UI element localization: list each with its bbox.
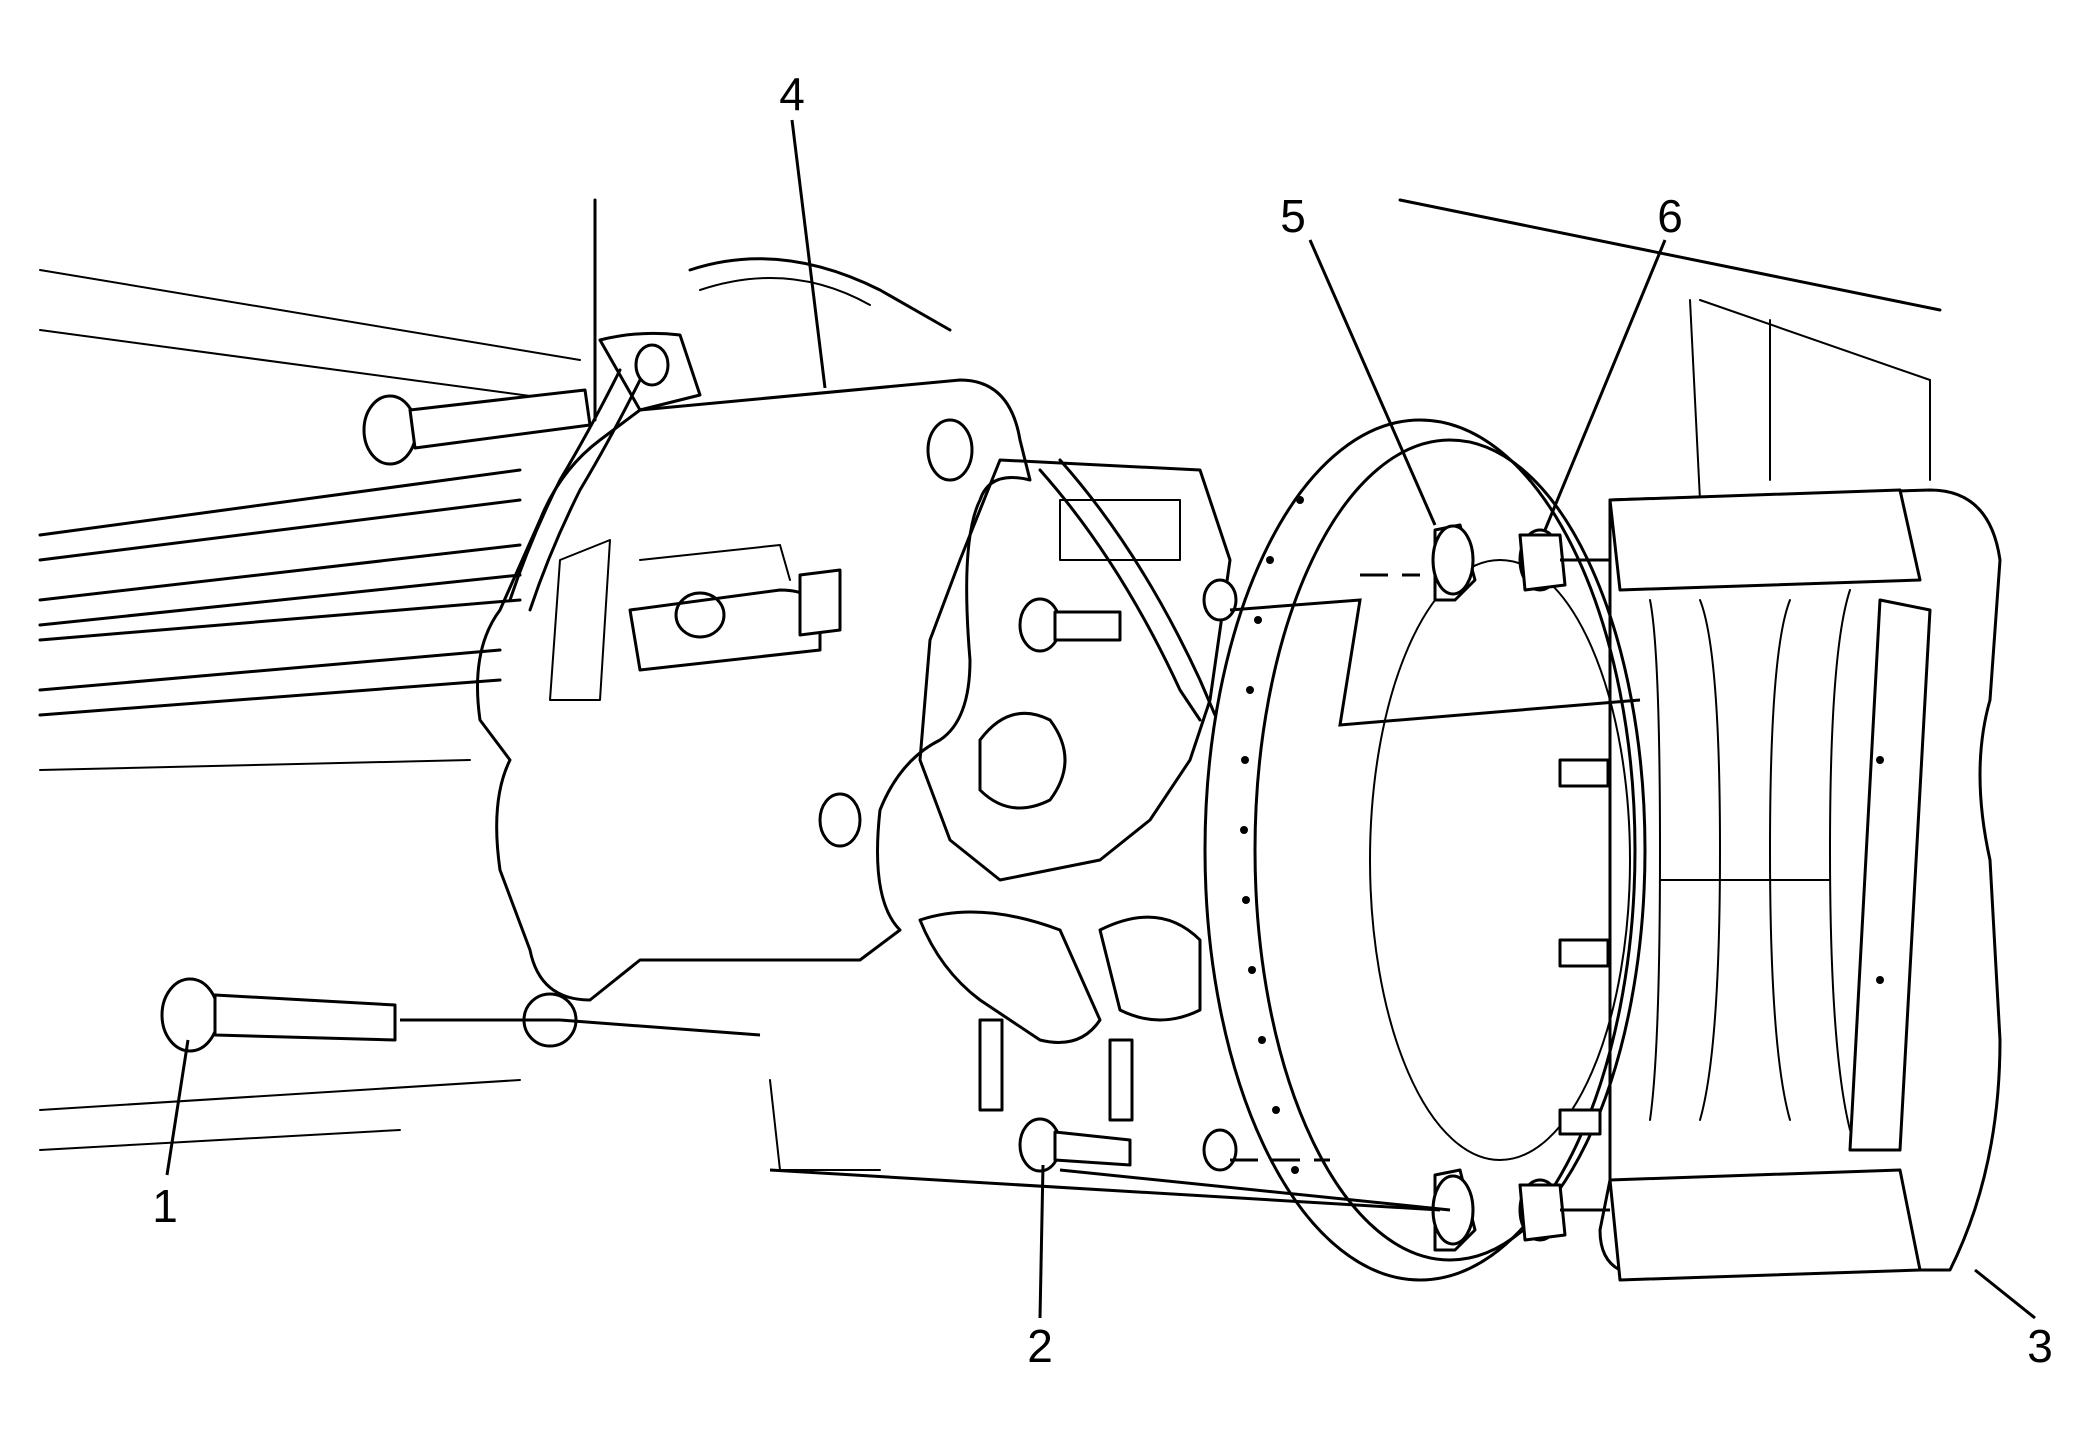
caliper-upper-bolt xyxy=(1018,597,1122,653)
callout-5: 5 xyxy=(1280,190,1306,242)
brake-hose xyxy=(508,257,1217,722)
brake-caliper xyxy=(1598,488,2002,1282)
caliper-bracket-lower-bolt xyxy=(160,977,397,1053)
callout-1: 1 xyxy=(152,1180,178,1232)
callout-4: 4 xyxy=(779,68,805,120)
wheel-studs xyxy=(1558,758,1610,1136)
guide-pin-bushing-upper xyxy=(1431,523,1477,602)
steering-knuckle xyxy=(769,458,1232,1171)
guide-pin-boot-upper xyxy=(1518,528,1567,592)
callout-labels: 1 2 3 4 5 6 xyxy=(152,68,2053,1372)
alignment-lines xyxy=(400,558,1641,1212)
caliper-bracket-upper-bolt xyxy=(362,388,592,466)
rotor-vent-holes xyxy=(1240,496,1304,1174)
brake-rotor xyxy=(1203,418,1647,1282)
guide-pin-boot-lower xyxy=(1518,1178,1567,1242)
callout-6: 6 xyxy=(1657,190,1683,242)
callout-2: 2 xyxy=(1027,1320,1053,1372)
callout-3: 3 xyxy=(2027,1320,2053,1372)
frame-rails xyxy=(38,198,1942,1151)
caliper-lower-bolt xyxy=(1018,1117,1132,1173)
guide-pin-bushing-lower xyxy=(1431,1168,1477,1252)
callout-leaders xyxy=(165,119,2036,1320)
